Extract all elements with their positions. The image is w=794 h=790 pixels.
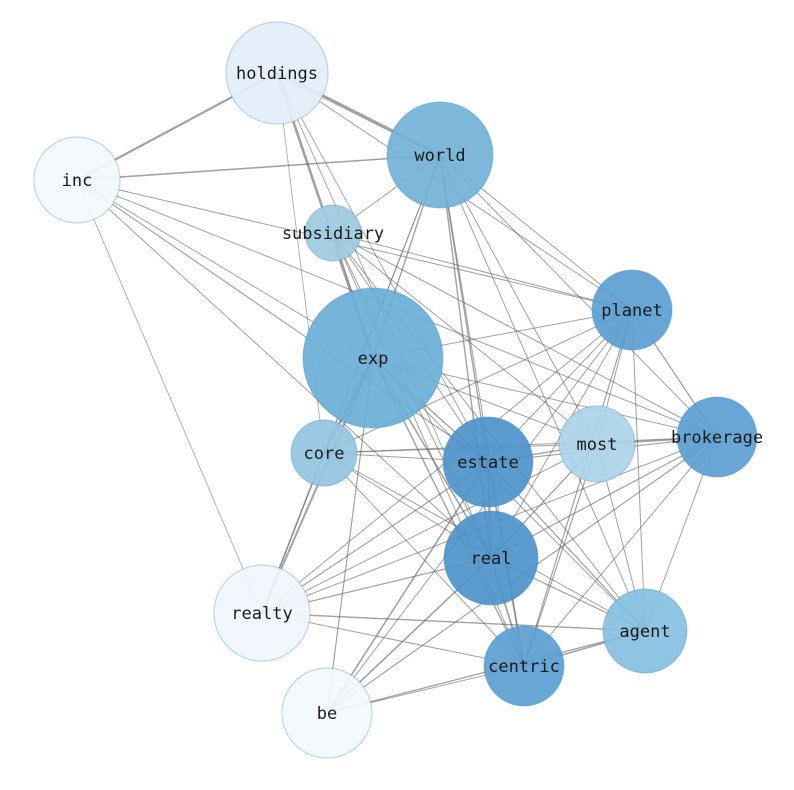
- graph-edge: [76, 179, 492, 559]
- graph-node-most[interactable]: [558, 405, 636, 483]
- graph-edge: [326, 461, 489, 714]
- graph-edge: [332, 232, 598, 445]
- graph-edge: [76, 154, 441, 181]
- graph-edge: [323, 452, 525, 667]
- graph-node-label-estate: estate: [457, 453, 518, 473]
- graph-node-label-realty: realty: [231, 604, 292, 624]
- graph-node-label-centric: centric: [488, 657, 560, 677]
- graph-edge: [261, 612, 646, 632]
- graph-node-label-most: most: [577, 435, 618, 455]
- graph-node-core[interactable]: [290, 419, 358, 487]
- graph-node-label-core: core: [304, 444, 345, 464]
- graph-edge: [323, 309, 633, 454]
- graph-node-label-holdings: holdings: [236, 64, 318, 84]
- label-layer: holdings world inc subsidiary planet exp broke…: [62, 64, 763, 724]
- graph-node-label-subsidiary: subsidiary: [282, 224, 384, 244]
- graph-edge: [523, 436, 718, 667]
- node-layer: [33, 21, 758, 759]
- graph-edge: [332, 232, 633, 311]
- graph-node-subsidiary[interactable]: [304, 204, 362, 262]
- graph-edge: [332, 232, 718, 438]
- graph-edge: [76, 179, 263, 614]
- graph-node-centric[interactable]: [483, 625, 565, 707]
- edge-layer: [75, 71, 718, 714]
- graph-edge: [76, 179, 489, 463]
- graph-node-estate[interactable]: [442, 416, 534, 508]
- graph-node-exp[interactable]: [302, 287, 444, 429]
- graph-node-label-agent: agent: [619, 622, 670, 642]
- graph-node-brokerage[interactable]: [676, 396, 758, 478]
- graph-node-holdings[interactable]: [225, 21, 329, 125]
- graph-edge: [439, 154, 598, 445]
- graph-node-label-exp: exp: [358, 349, 389, 369]
- graph-node-label-world: world: [414, 146, 465, 166]
- graph-node-label-real: real: [471, 549, 512, 569]
- graph-node-agent[interactable]: [602, 588, 688, 674]
- graph-edge: [631, 309, 646, 632]
- graph-node-label-be: be: [317, 704, 337, 724]
- graph-edge: [326, 309, 633, 714]
- graph-node-label-inc: inc: [62, 171, 93, 191]
- graph-node-planet[interactable]: [591, 269, 673, 351]
- graph-node-label-brokerage: brokerage: [671, 428, 763, 448]
- graph-node-be[interactable]: [281, 667, 373, 759]
- graph-edge: [276, 72, 489, 463]
- graph-node-realty[interactable]: [213, 564, 311, 662]
- graph-edge: [523, 309, 633, 667]
- graph-node-inc[interactable]: [33, 136, 121, 224]
- graph-node-real[interactable]: [443, 510, 539, 606]
- graph-node-world[interactable]: [386, 101, 494, 209]
- graph-edge: [439, 154, 646, 632]
- graph-edge: [261, 443, 598, 614]
- graph-node-label-planet: planet: [601, 301, 662, 321]
